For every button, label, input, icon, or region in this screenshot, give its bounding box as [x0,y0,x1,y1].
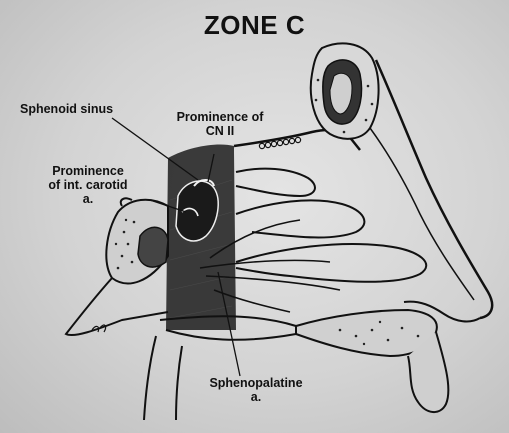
label-prominence-carotid: Prominence of int. carotid a. [28,164,148,206]
figure-title: ZONE C [0,10,509,41]
label-prominence-cn2: Prominence of CN II [160,110,280,138]
inferior-turbinate [236,244,426,282]
label-sphenoid-sinus-text: Sphenoid sinus [20,102,145,116]
label-prominence-carotid-line1: Prominence [28,164,148,178]
hard-palate [296,310,437,356]
label-sphenopalatine-line2: a. [196,390,316,404]
nasal-dorsum-inner [370,128,474,300]
clivus-cavity [138,227,168,267]
label-sphenopalatine-line1: Sphenopalatine [196,376,316,390]
posterior-pharyngeal-line [66,278,168,335]
label-prominence-carotid-line2: of int. carotid [28,178,148,192]
label-sphenopalatine: Sphenopalatine a. [196,376,316,404]
pharyngeal-wall [144,336,182,420]
label-prominence-carotid-line3: a. [28,192,148,206]
label-prominence-cn2-line2: CN II [160,124,280,138]
nasal-dorsum [376,60,492,318]
label-sphenoid-sinus: Sphenoid sinus [20,102,145,116]
superior-turbinate [236,169,315,196]
label-prominence-cn2-line1: Prominence of [160,110,280,124]
